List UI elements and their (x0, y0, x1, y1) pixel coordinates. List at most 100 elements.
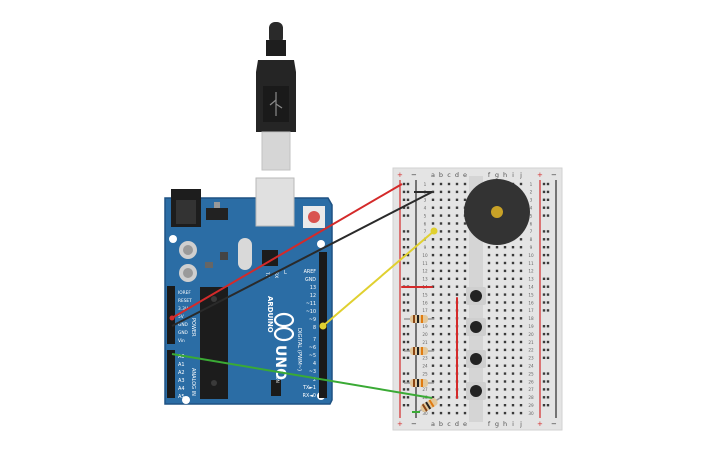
rail-hole[interactable] (546, 340, 550, 344)
rail-hole[interactable] (546, 372, 550, 375)
rail-hole[interactable] (546, 230, 550, 233)
breadboard-hole[interactable] (511, 340, 515, 344)
breadboard-hole[interactable] (463, 388, 467, 391)
rail-hole[interactable] (546, 380, 550, 383)
rail-hole[interactable] (406, 380, 410, 383)
breadboard-hole[interactable] (503, 317, 507, 320)
breadboard-hole[interactable] (487, 269, 491, 273)
breadboard-hole[interactable] (495, 388, 499, 391)
breadboard-hole[interactable] (447, 246, 451, 249)
breadboard-hole[interactable] (511, 372, 515, 375)
wire-5v-red[interactable] (169, 183, 403, 321)
breadboard-hole[interactable] (495, 348, 499, 352)
breadboard-hole[interactable] (455, 404, 459, 407)
breadboard-hole[interactable] (487, 388, 491, 391)
rail-hole[interactable] (546, 277, 550, 280)
breadboard-hole[interactable] (519, 348, 523, 352)
rail-hole[interactable] (546, 285, 550, 288)
rail-hole[interactable] (406, 182, 410, 186)
breadboard-hole[interactable] (439, 411, 443, 415)
breadboard-hole[interactable] (463, 309, 467, 312)
rail-hole[interactable] (406, 246, 410, 249)
breadboard-hole[interactable] (503, 332, 507, 336)
breadboard-hole[interactable] (511, 285, 515, 288)
breadboard-hole[interactable] (463, 198, 467, 201)
rail-hole[interactable] (546, 325, 550, 328)
rail-hole[interactable] (546, 182, 550, 186)
breadboard-hole[interactable] (503, 348, 507, 352)
breadboard-hole[interactable] (511, 348, 515, 352)
breadboard-hole[interactable] (439, 340, 443, 344)
breadboard-hole[interactable] (463, 404, 467, 407)
breadboard-hole[interactable] (455, 261, 459, 265)
breadboard-hole[interactable] (495, 340, 499, 344)
breadboard-hole[interactable] (439, 206, 443, 209)
breadboard-hole[interactable] (439, 285, 443, 288)
breadboard-hole[interactable] (487, 380, 491, 383)
rail-hole[interactable] (406, 309, 410, 312)
rail-hole[interactable] (542, 285, 546, 288)
breadboard-hole[interactable] (519, 253, 523, 257)
rail-hole[interactable] (542, 253, 546, 257)
rail-hole[interactable] (542, 380, 546, 383)
breadboard-hole[interactable] (487, 317, 491, 320)
breadboard-hole[interactable] (487, 332, 491, 336)
rail-hole[interactable] (406, 198, 410, 201)
rail-hole[interactable] (546, 293, 550, 296)
breadboard-hole[interactable] (455, 190, 459, 194)
breadboard-hole[interactable] (447, 198, 451, 201)
rail-hole[interactable] (402, 301, 406, 304)
breadboard-hole[interactable] (447, 309, 451, 312)
breadboard-hole[interactable] (447, 340, 451, 344)
breadboard-hole[interactable] (463, 380, 467, 383)
breadboard-hole[interactable] (447, 261, 451, 265)
breadboard-hole[interactable] (463, 332, 467, 336)
breadboard-hole[interactable] (495, 269, 499, 273)
breadboard-hole[interactable] (439, 261, 443, 265)
breadboard-hole[interactable] (439, 301, 443, 304)
breadboard-hole[interactable] (463, 356, 467, 359)
breadboard-hole[interactable] (519, 356, 523, 359)
breadboard-hole[interactable] (511, 364, 515, 367)
breadboard-hole[interactable] (519, 364, 523, 367)
breadboard-hole[interactable] (463, 253, 467, 257)
breadboard-hole[interactable] (447, 238, 451, 241)
breadboard-hole[interactable] (431, 190, 435, 194)
breadboard-hole[interactable] (431, 364, 435, 367)
breadboard-hole[interactable] (495, 317, 499, 320)
rail-hole[interactable] (542, 230, 546, 233)
breadboard-hole[interactable] (455, 253, 459, 257)
rail-hole[interactable] (546, 388, 550, 391)
breadboard-hole[interactable] (511, 356, 515, 359)
breadboard-hole[interactable] (431, 253, 435, 257)
breadboard-hole[interactable] (519, 380, 523, 383)
breadboard-hole[interactable] (431, 261, 435, 265)
rail-hole[interactable] (546, 253, 550, 257)
breadboard-hole[interactable] (503, 404, 507, 407)
breadboard-hole[interactable] (511, 261, 515, 265)
breadboard-hole[interactable] (495, 396, 499, 399)
breadboard-hole[interactable] (487, 246, 491, 249)
breadboard-hole[interactable] (495, 293, 499, 296)
breadboard-hole[interactable] (511, 325, 515, 328)
breadboard-hole[interactable] (447, 269, 451, 273)
breadboard-hole[interactable] (431, 380, 435, 383)
breadboard-hole[interactable] (503, 253, 507, 257)
rail-hole[interactable] (542, 404, 546, 407)
breadboard-hole[interactable] (463, 238, 467, 241)
breadboard-hole[interactable] (503, 277, 507, 280)
breadboard-hole[interactable] (495, 261, 499, 265)
breadboard-hole[interactable] (447, 364, 451, 367)
breadboard-hole[interactable] (455, 206, 459, 209)
breadboard-hole[interactable] (439, 348, 443, 352)
breadboard-hole[interactable] (503, 388, 507, 391)
rail-hole[interactable] (406, 340, 410, 344)
breadboard-hole[interactable] (463, 325, 467, 328)
breadboard-hole[interactable] (463, 261, 467, 265)
breadboard-hole[interactable] (455, 246, 459, 249)
rail-hole[interactable] (542, 372, 546, 375)
breadboard-hole[interactable] (503, 246, 507, 249)
breadboard-hole[interactable] (519, 340, 523, 344)
rail-hole[interactable] (406, 348, 410, 352)
breadboard-hole[interactable] (447, 277, 451, 280)
